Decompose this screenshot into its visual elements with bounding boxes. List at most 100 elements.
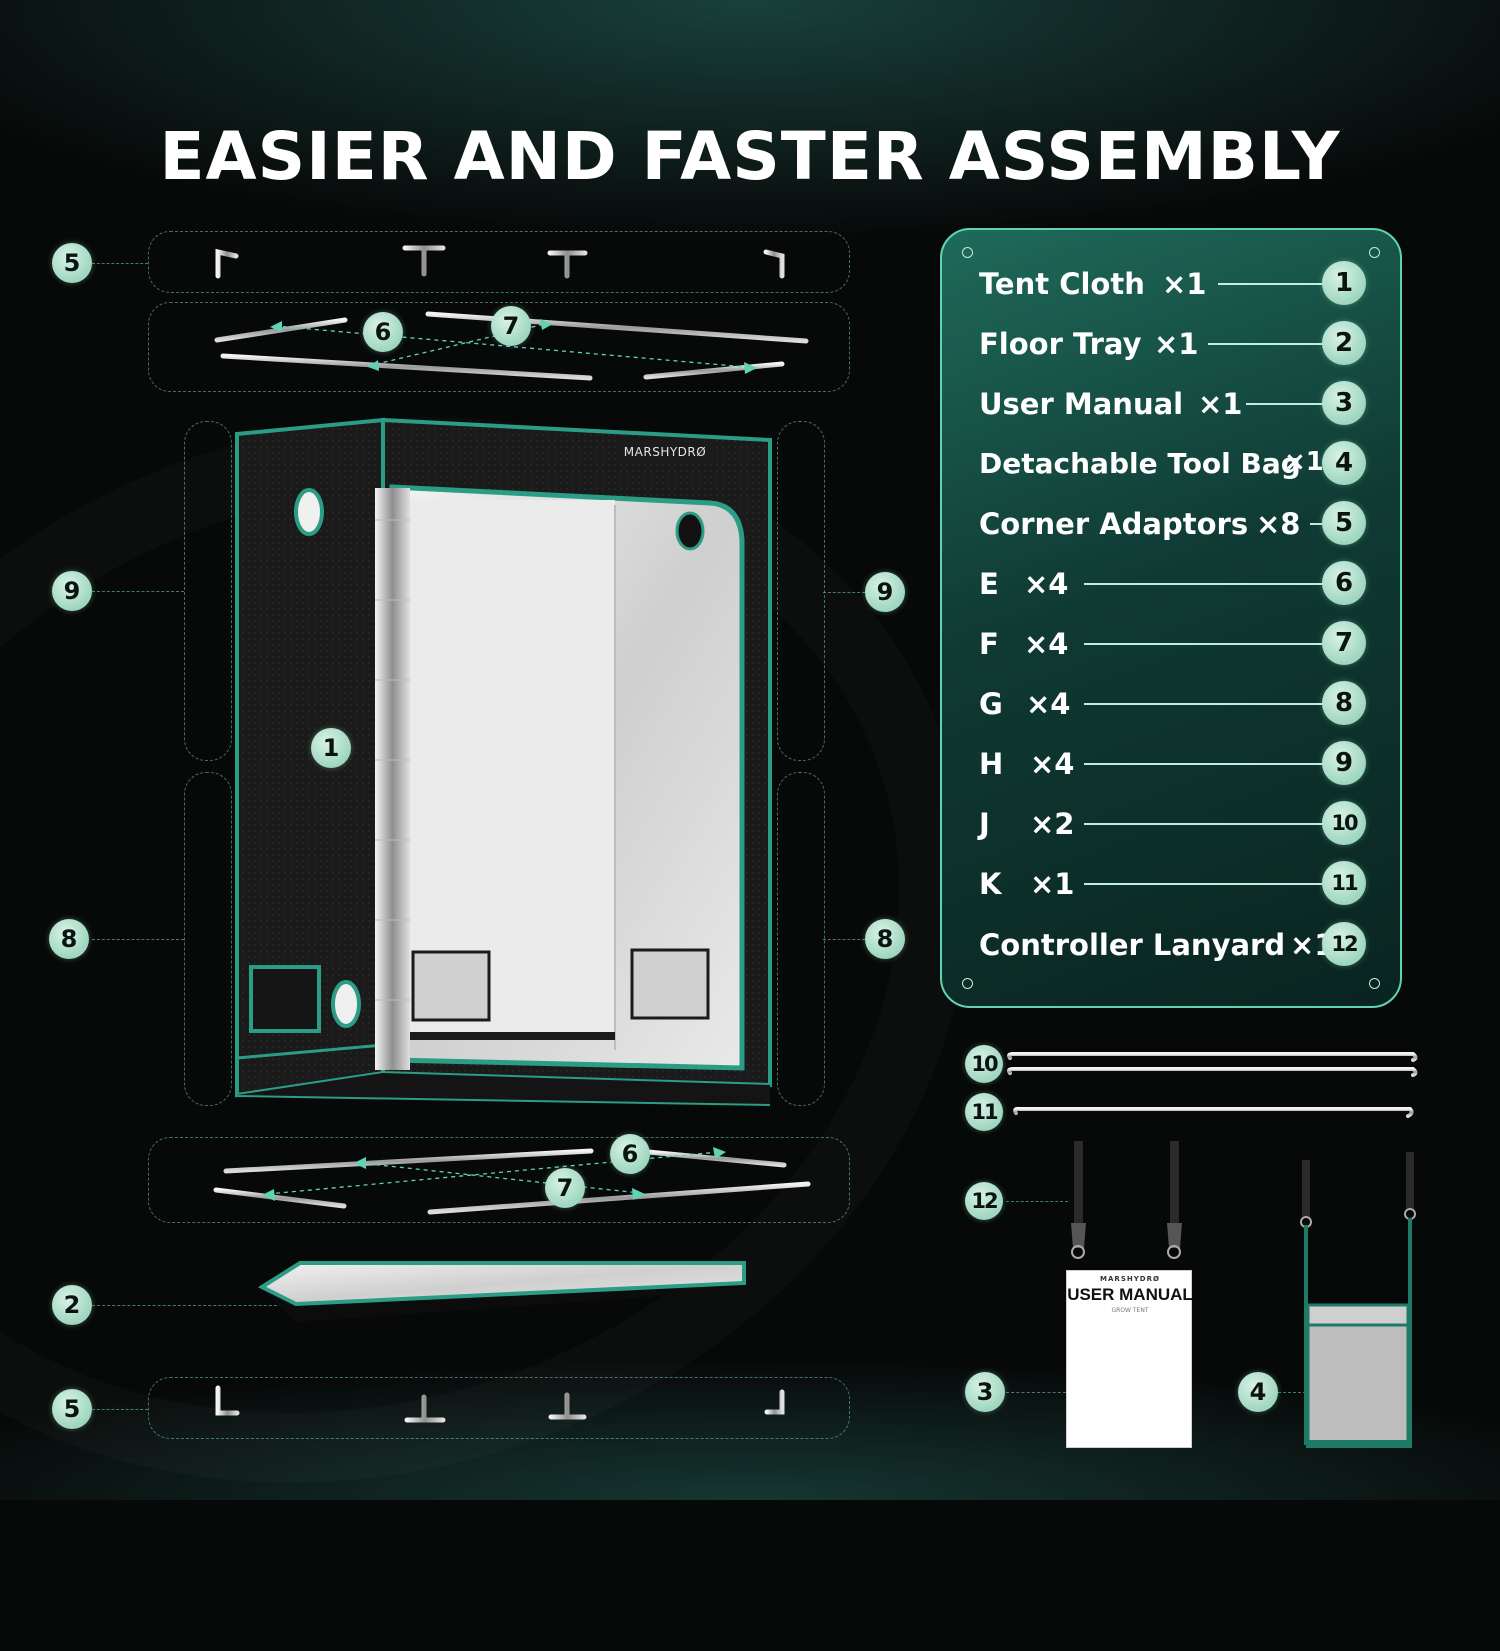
part-number-badge: 7 (1322, 621, 1366, 665)
callout-bottom-poles-f: 7 (545, 1168, 585, 1208)
part-number-badge: 1 (1322, 261, 1366, 305)
callout-bottom-poles-e: 6 (610, 1134, 650, 1174)
part-name: E (979, 567, 999, 601)
right-upper-poles-box (777, 421, 825, 761)
part-leader-line (1246, 403, 1326, 405)
callout-right-lower-poles: 8 (865, 919, 905, 959)
panel-rivet (1369, 247, 1380, 258)
part-leader-line (1310, 523, 1326, 525)
parts-list-item: Controller Lanyard ×1 12 (942, 922, 1404, 966)
parts-list-item: E ×4 6 (942, 561, 1404, 605)
manual-subtitle: GROW TENT (1111, 1307, 1149, 1314)
parts-illustration (195, 245, 1418, 1448)
part-name: K (979, 867, 1002, 901)
leader-right-lower (823, 939, 865, 940)
tent-cloth-drawing (235, 417, 772, 1106)
part-number-badge: 10 (1322, 801, 1366, 845)
top-poles-box (148, 302, 850, 392)
controller-lanyard-drawing (1071, 1141, 1182, 1259)
leader-manual (1006, 1392, 1066, 1393)
part-number-badge: 4 (1322, 441, 1366, 485)
panel-rivet (962, 978, 973, 989)
bottom-adaptor-parts (215, 1385, 785, 1423)
part-name: Controller Lanyard (979, 928, 1286, 962)
callout-left-lower-poles: 8 (49, 919, 89, 959)
leader-right-upper (823, 592, 865, 593)
part-quantity: ×4 (1030, 747, 1075, 781)
floor-tray-drawing (257, 1261, 746, 1322)
parts-list-item: Floor Tray ×1 2 (942, 321, 1404, 365)
parts-list-item: Tent Cloth ×1 1 (942, 261, 1404, 305)
parts-list-item: Corner Adaptors ×8 5 (942, 501, 1404, 545)
leader-left-lower (92, 939, 184, 940)
part-name: Tent Cloth (979, 267, 1145, 301)
part-leader-line (1084, 703, 1326, 705)
callout-user-manual: 3 (965, 1372, 1005, 1412)
part-name: User Manual (979, 387, 1184, 421)
part-quantity: ×8 (1256, 507, 1301, 541)
background-glow-top (0, 0, 1500, 260)
page-title: EASIER AND FASTER ASSEMBLY (159, 118, 1341, 195)
left-lower-poles-box (184, 772, 232, 1106)
leader-tray (92, 1305, 292, 1306)
part-number-badge: 6 (1322, 561, 1366, 605)
part-quantity: ×1 (1284, 447, 1324, 477)
tent-brand-logo: MARSHYDRØ (616, 440, 714, 464)
part-leader-line (1084, 823, 1326, 825)
user-manual-booklet: MARSHYDRØ USER MANUAL GROW TENT (1066, 1270, 1193, 1448)
part-leader-line (1084, 883, 1326, 885)
part-name: F (979, 627, 999, 661)
parts-list-item: J ×2 10 (942, 801, 1404, 845)
top-adaptors-box (148, 231, 850, 293)
part-name: Corner Adaptors (979, 507, 1249, 541)
top-adaptor-parts (215, 245, 785, 279)
part-quantity: ×1 (1030, 867, 1075, 901)
callout-bottom-adaptors: 5 (52, 1389, 92, 1429)
part-number-badge: 12 (1322, 922, 1366, 966)
parts-list-item: Detachable Tool Bag ×1 4 (942, 441, 1404, 485)
part-quantity: ×1 (1198, 387, 1243, 421)
parts-list-item: K ×1 11 (942, 861, 1404, 905)
leader-lanyard (1006, 1201, 1068, 1202)
callout-tent-cloth: 1 (311, 728, 351, 768)
part-quantity: ×2 (1030, 807, 1075, 841)
part-name: G (979, 687, 1003, 721)
parts-list-item: F ×4 7 (942, 621, 1404, 665)
callout-left-upper-poles: 9 (52, 571, 92, 611)
callout-controller-lanyard: 12 (965, 1182, 1003, 1220)
left-upper-poles-box (184, 421, 232, 761)
part-name: Floor Tray (979, 327, 1142, 361)
callout-right-upper-poles: 9 (865, 572, 905, 612)
tool-bag-drawing (1300, 1152, 1416, 1448)
part-leader-line (1208, 343, 1326, 345)
pole-j-parts (1007, 1052, 1418, 1077)
part-number-badge: 8 (1322, 681, 1366, 725)
part-name: J (979, 807, 990, 841)
callout-floor-tray: 2 (52, 1285, 92, 1325)
part-quantity: ×4 (1026, 687, 1071, 721)
part-leader-line (1218, 283, 1326, 285)
callout-top-poles-f: 7 (491, 306, 531, 346)
part-leader-line (1084, 643, 1326, 645)
part-number-badge: 11 (1322, 861, 1366, 905)
bottom-adaptors-box (148, 1377, 850, 1439)
part-leader-line (1084, 583, 1326, 585)
callout-tool-bag: 4 (1238, 1372, 1278, 1412)
callout-top-poles-e: 6 (363, 312, 403, 352)
part-number-badge: 3 (1322, 381, 1366, 425)
part-number-badge: 9 (1322, 741, 1366, 785)
leader-bottom-adaptors (92, 1409, 148, 1410)
manual-title: USER MANUAL (1067, 1285, 1193, 1304)
callout-pole-k: 11 (965, 1093, 1003, 1131)
part-name: H (979, 747, 1004, 781)
part-quantity: ×1 (1162, 267, 1207, 301)
part-name: Detachable Tool Bag (979, 447, 1301, 480)
part-quantity: ×4 (1024, 567, 1069, 601)
leader-top-adaptors (92, 263, 148, 264)
callout-top-adaptors: 5 (52, 243, 92, 283)
panel-rivet (1369, 978, 1380, 989)
part-number-badge: 5 (1322, 501, 1366, 545)
bottom-pole-parts (213, 1148, 811, 1215)
pole-k-part (1013, 1106, 1414, 1118)
leader-tool-bag (1278, 1392, 1306, 1393)
